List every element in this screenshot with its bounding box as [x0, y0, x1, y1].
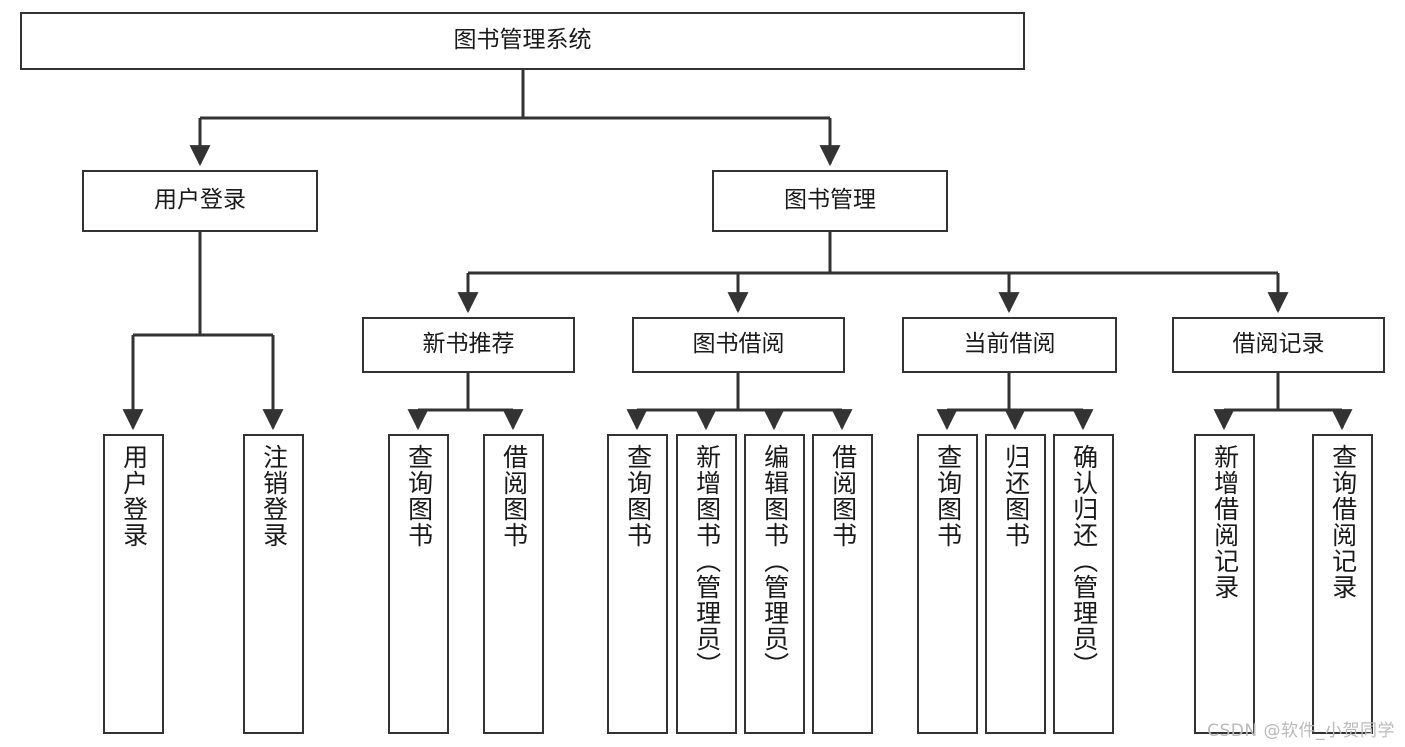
node-leaf-add-book-label: 新增图书（管理员）	[692, 444, 722, 678]
node-leaf-return-book-label: 归还图书	[1001, 444, 1031, 548]
node-leaf-confirm-return-label: 确认归还（管理员）	[1069, 444, 1099, 678]
node-leaf-query-book-1-label: 查询图书	[404, 444, 434, 548]
node-leaf-add-book[interactable]: 新增图书（管理员）	[676, 434, 737, 734]
node-leaf-borrow-book-2[interactable]: 借阅图书	[812, 434, 873, 734]
node-leaf-query-book-1[interactable]: 查询图书	[388, 434, 449, 734]
node-borrow-record[interactable]: 借阅记录	[1172, 317, 1385, 373]
node-new-book-recommend[interactable]: 新书推荐	[362, 317, 575, 373]
node-leaf-user-login-label: 用户登录	[119, 444, 149, 548]
node-leaf-confirm-return[interactable]: 确认归还（管理员）	[1053, 434, 1114, 734]
node-leaf-user-logout[interactable]: 注销登录	[243, 434, 304, 734]
node-root-label: 图书管理系统	[453, 27, 592, 54]
node-borrow-record-label: 借阅记录	[1232, 331, 1325, 358]
node-leaf-edit-book-label: 编辑图书（管理员）	[760, 444, 790, 678]
node-leaf-query-record-label: 查询借阅记录	[1328, 444, 1358, 600]
node-leaf-edit-book[interactable]: 编辑图书（管理员）	[744, 434, 805, 734]
node-leaf-query-book-2[interactable]: 查询图书	[607, 434, 668, 734]
node-leaf-add-record[interactable]: 新增借阅记录	[1194, 434, 1255, 734]
node-leaf-query-record[interactable]: 查询借阅记录	[1312, 434, 1373, 734]
node-user-login[interactable]: 用户登录	[82, 170, 318, 232]
node-user-login-label: 用户登录	[154, 187, 246, 214]
node-book-borrow-label: 图书借阅	[692, 331, 785, 358]
node-book-borrow[interactable]: 图书借阅	[632, 317, 845, 373]
node-book-manage[interactable]: 图书管理	[712, 170, 948, 232]
node-book-manage-label: 图书管理	[784, 187, 876, 214]
node-leaf-user-logout-label: 注销登录	[259, 444, 289, 548]
node-leaf-query-book-3-label: 查询图书	[933, 444, 963, 548]
node-root[interactable]: 图书管理系统	[20, 12, 1025, 70]
node-current-borrow-label: 当前借阅	[963, 331, 1056, 358]
node-leaf-add-record-label: 新增借阅记录	[1210, 444, 1240, 600]
node-current-borrow[interactable]: 当前借阅	[902, 317, 1117, 373]
node-leaf-return-book[interactable]: 归还图书	[985, 434, 1046, 734]
node-leaf-borrow-book-2-label: 借阅图书	[828, 444, 858, 548]
node-leaf-borrow-book-1[interactable]: 借阅图书	[483, 434, 544, 734]
node-new-book-recommend-label: 新书推荐	[422, 331, 515, 358]
node-leaf-user-login[interactable]: 用户登录	[103, 434, 164, 734]
node-leaf-query-book-3[interactable]: 查询图书	[917, 434, 978, 734]
node-leaf-query-book-2-label: 查询图书	[623, 444, 653, 548]
node-leaf-borrow-book-1-label: 借阅图书	[499, 444, 529, 548]
